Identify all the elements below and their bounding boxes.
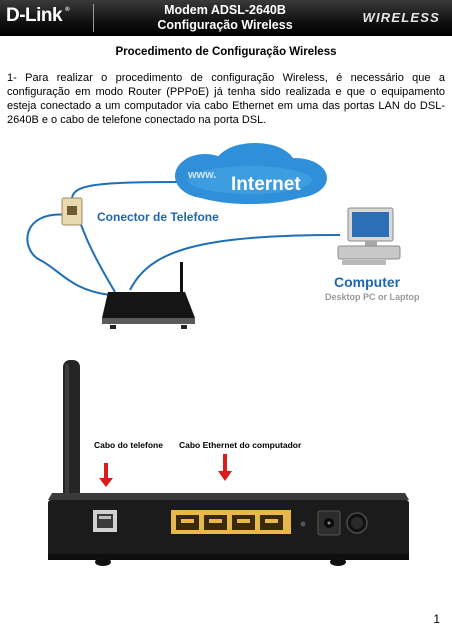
logo-text: D-Link — [6, 5, 63, 26]
wireless-badge: WIRELESS — [362, 10, 440, 25]
lan-ports — [171, 510, 291, 534]
computer-icon — [337, 207, 401, 265]
logo-registered-mark: ® — [65, 7, 70, 13]
computer-sublabel: Desktop PC or Laptop — [325, 292, 420, 302]
router-icon — [102, 262, 195, 329]
power-button — [346, 512, 368, 534]
power-jack — [317, 510, 341, 536]
cable-router-to-computer — [129, 234, 341, 291]
router-rear-panel: Cabo do telefone Cabo Ethernet do comput… — [48, 360, 409, 566]
header-bar: D-Link ® Modem ADSL-2640B Configuração W… — [0, 0, 452, 36]
computer-label: Computer — [334, 274, 401, 290]
cloud-www-prefix: www. — [187, 169, 216, 181]
dsl-port — [93, 510, 117, 532]
ethernet-cable-label: Cabo Ethernet do computador — [179, 440, 302, 450]
phone-connector-label: Conector de Telefone — [97, 210, 219, 224]
cable-router-to-phone — [79, 221, 116, 293]
reset-button — [300, 521, 306, 527]
header-title-line2: Configuração Wireless — [157, 17, 293, 32]
header-separator — [93, 4, 94, 32]
cable-phone-loop — [26, 213, 111, 296]
header-title-line1: Modem ADSL-2640B — [164, 3, 286, 17]
dlink-logo: D-Link ® — [6, 5, 70, 27]
phone-port-arrow — [99, 463, 113, 487]
cloud-internet-label: Internet — [231, 174, 301, 195]
phone-cable-label: Cabo do telefone — [94, 440, 163, 450]
phone-jack-icon — [61, 197, 83, 226]
header-title: Modem ADSL-2640B Configuração Wireless — [130, 3, 320, 32]
cable-phone-to-cloud — [70, 181, 181, 203]
router-foot-right — [330, 558, 346, 566]
router-foot-left — [95, 558, 111, 566]
step-1-paragraph: 1- Para realizar o procedimento de confi… — [7, 72, 445, 126]
lan-port-arrow — [218, 454, 232, 481]
section-title: Procedimento de Configuração Wireless — [115, 46, 337, 58]
connection-diagram: www. Internet Conector de Telefone Compu… — [26, 143, 420, 329]
page-number: 1 — [433, 612, 440, 626]
internet-cloud — [175, 143, 327, 204]
